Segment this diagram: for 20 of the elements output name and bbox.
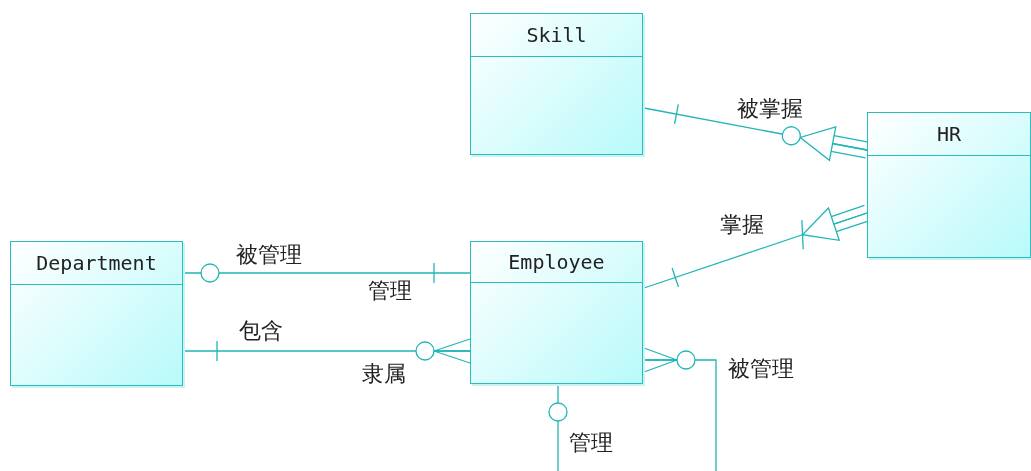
class-name: HR xyxy=(868,113,1030,156)
role-label: 隶属 xyxy=(362,361,406,387)
class-name: Employee xyxy=(471,242,642,283)
class-name: Skill xyxy=(471,14,642,57)
role-label: 被管理 xyxy=(236,242,302,268)
role-label: 包含 xyxy=(239,318,283,344)
relationship-line xyxy=(643,347,717,471)
class-box xyxy=(10,241,183,386)
role-label: 管理 xyxy=(368,278,412,304)
role-label: 掌握 xyxy=(720,212,764,238)
class-box xyxy=(470,241,643,384)
role-label: 管理 xyxy=(569,430,613,456)
class-name: Department xyxy=(11,242,182,285)
role-label: 被管理 xyxy=(728,356,794,382)
relationship-line xyxy=(183,262,471,284)
class-box xyxy=(867,112,1031,258)
role-label: 被掌握 xyxy=(737,96,803,122)
class-box xyxy=(470,13,643,155)
relationship-line xyxy=(548,384,568,471)
relationship-line xyxy=(183,338,471,364)
